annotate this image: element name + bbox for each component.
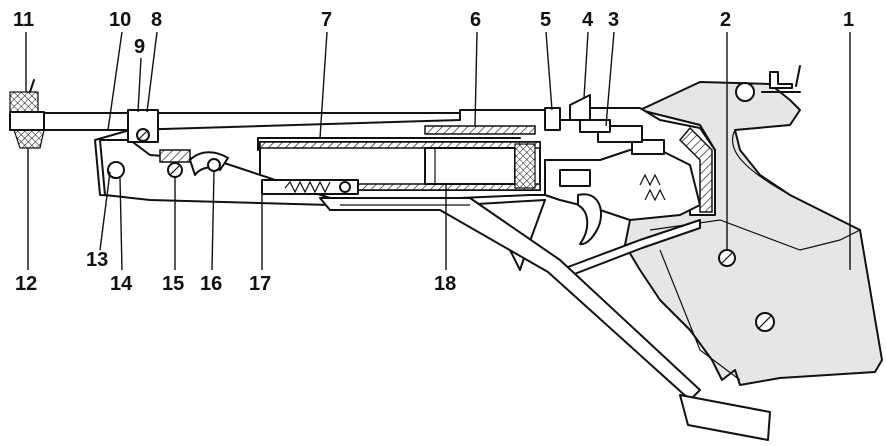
label-9: 9: [134, 36, 145, 58]
part-labels: 1 2 3 4 5 6 7 8 9 10 11 12 13 14 15 16 1…: [13, 9, 854, 295]
label-3: 3: [608, 9, 619, 31]
grip: [624, 65, 883, 386]
lever-handle: [679, 394, 771, 441]
label-4: 4: [582, 9, 594, 31]
front-pivot: [107, 161, 125, 179]
label-10: 10: [109, 9, 131, 31]
label-17: 17: [249, 273, 271, 295]
label-5: 5: [540, 9, 551, 31]
piston: [424, 143, 536, 189]
grip-screw-lower: [755, 312, 775, 332]
label-13: 13: [86, 249, 108, 271]
label-2: 2: [720, 9, 731, 31]
lever-pivot-screw: [159, 149, 191, 178]
label-8: 8: [151, 9, 162, 31]
air-tube: [257, 137, 521, 151]
label-14: 14: [110, 273, 133, 295]
rear-block: [544, 94, 611, 133]
label-15: 15: [162, 273, 184, 295]
label-1: 1: [843, 9, 854, 31]
latch-block: [127, 109, 159, 143]
leader-lines: [25, 31, 851, 271]
label-18: 18: [434, 273, 456, 295]
label-16: 16: [200, 273, 222, 295]
rear-sight: [769, 65, 801, 89]
label-12: 12: [15, 273, 37, 295]
latch-spring: [261, 179, 359, 195]
trigger: [577, 193, 603, 246]
label-6: 6: [470, 9, 481, 31]
grip-screw-upper: [718, 249, 736, 267]
label-7: 7: [321, 9, 332, 31]
muzzle-weight: [9, 111, 45, 149]
front-sight: [9, 79, 39, 113]
label-11: 11: [13, 9, 34, 31]
compression-chamber: [424, 125, 536, 135]
link-arm: [189, 151, 229, 176]
